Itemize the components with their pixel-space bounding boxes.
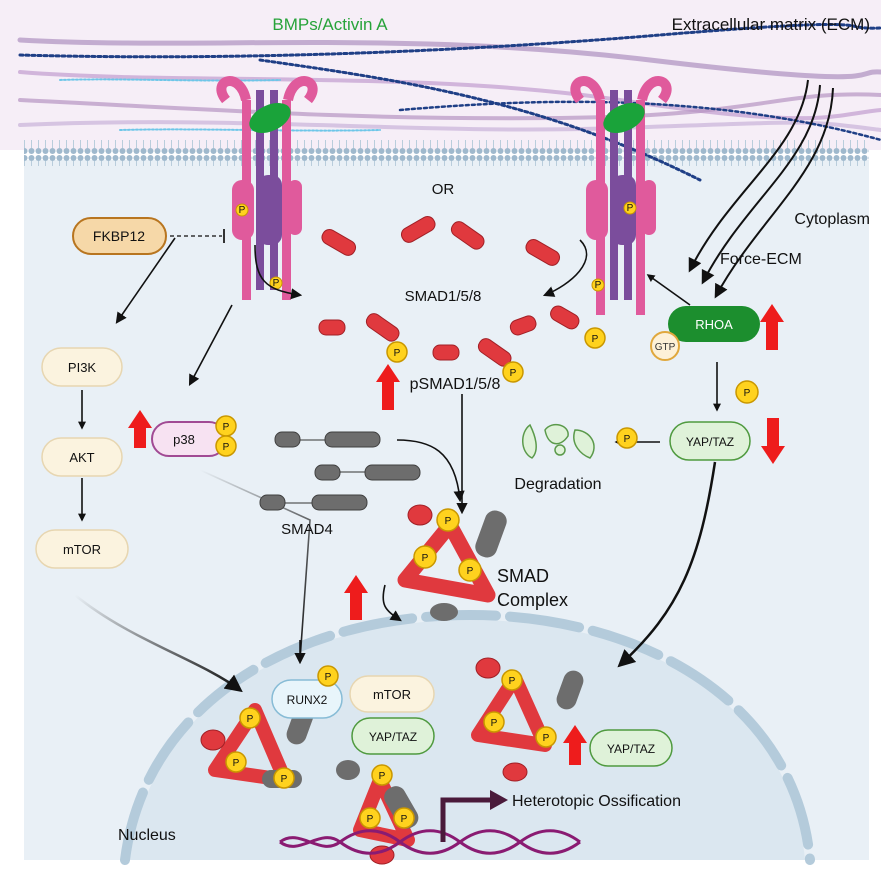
cell-membrane (24, 140, 869, 166)
smad158-label: SMAD1/5/8 (405, 288, 482, 305)
transcription-arrow-head (490, 790, 508, 810)
fkbp12-node (72, 217, 167, 255)
smad4-group (259, 431, 421, 511)
smad-complex-label-line2: Complex (497, 590, 568, 610)
svg-text:P: P (233, 758, 240, 769)
rhoa-node (668, 306, 760, 342)
degradation-label: Degradation (514, 476, 601, 493)
phospho-icon (591, 278, 605, 292)
bmp-ligand-right (603, 102, 645, 134)
smad-complex-label-line1: SMAD (497, 566, 549, 586)
smad-complex-nucleus-center (336, 760, 419, 865)
transcription-start-arrow (440, 797, 490, 842)
svg-text:P: P (627, 203, 634, 214)
yap-taz-node (669, 421, 751, 461)
nucleus-yap-taz-right-label: YAP/TAZ (607, 742, 655, 756)
receptor-complex-right (570, 76, 672, 315)
heterotopic-label: Heterotopic Ossification (512, 793, 681, 810)
phospho-icon (215, 435, 237, 457)
force-lines (688, 79, 834, 299)
dna-helix (279, 829, 581, 855)
degradation-icon (522, 423, 595, 459)
smad4-label: SMAD4 (281, 521, 333, 538)
svg-text:P: P (239, 205, 246, 216)
svg-text:P: P (247, 714, 254, 725)
psmad158-label: pSMAD1/5/8 (410, 376, 501, 393)
force-ecm-label: Force-ECM (720, 251, 802, 268)
smad-complex-label: SMAD Complex (497, 566, 568, 610)
cytoplasm-label: Cytoplasm (794, 211, 870, 228)
smad-complex-nucleus-right (471, 657, 584, 782)
svg-text:P: P (401, 814, 408, 825)
svg-text:P: P (595, 280, 602, 291)
svg-text:P: P (367, 814, 374, 825)
runx2-label: RUNX2 (287, 693, 328, 707)
or-label: OR (432, 181, 455, 198)
svg-text:P: P (744, 388, 751, 399)
svg-text:P: P (592, 334, 599, 345)
smad-complex-nucleus-left (200, 703, 314, 789)
svg-text:P: P (379, 771, 386, 782)
nucleus-mtor-label: mTOR (373, 687, 411, 702)
yap-taz-label: YAP/TAZ (686, 435, 734, 449)
smad-complex-cytoplasm (397, 504, 507, 621)
phospho-icon (235, 203, 249, 217)
svg-text:P: P (543, 733, 550, 744)
regulation-arrows (128, 304, 785, 765)
svg-text:P: P (422, 553, 429, 564)
pathway-arrows (74, 237, 721, 693)
svg-text:P: P (394, 348, 401, 359)
nucleus-mtor-node (349, 675, 435, 713)
rhoa-label: RHOA (695, 317, 733, 332)
smad-monomers (318, 216, 580, 367)
svg-text:P: P (509, 676, 516, 687)
phospho-markers (386, 327, 759, 449)
svg-text:P: P (281, 774, 288, 785)
nucleus-yap-taz-left-node (351, 717, 435, 755)
svg-text:P: P (510, 368, 517, 379)
gtp-label: GTP (655, 342, 676, 353)
gtp-badge (650, 331, 680, 361)
svg-text:P: P (467, 566, 474, 577)
p38-label: p38 (173, 432, 195, 447)
svg-text:P: P (223, 422, 230, 433)
pi3k-label: PI3K (68, 360, 97, 375)
svg-text:P: P (445, 516, 452, 527)
svg-text:P: P (325, 672, 332, 683)
akt-node (41, 437, 123, 477)
bmp-ligand-left (249, 102, 291, 134)
receptor-complex-left (216, 76, 318, 300)
phospho-icon (317, 665, 339, 687)
svg-text:P: P (491, 718, 498, 729)
runx2-node (271, 679, 343, 719)
ligand-label: BMPs/Activin A (272, 15, 388, 34)
svg-text:P: P (624, 434, 631, 445)
akt-label: AKT (69, 450, 94, 465)
pi3k-node (41, 347, 123, 387)
phospho-letters: P P P P P P P P P P P P P P P P P P P P … (223, 203, 751, 825)
nucleus-label: Nucleus (118, 827, 176, 844)
nucleus-yap-taz-left-label: YAP/TAZ (369, 730, 417, 744)
nucleus-yap-taz-right-node (589, 729, 673, 767)
ecm-label: Extracellular matrix (ECM) (672, 15, 870, 34)
fkbp12-label: FKBP12 (93, 228, 145, 244)
mtor-node (35, 529, 129, 569)
svg-text:P: P (223, 442, 230, 453)
phospho-icon (623, 201, 637, 215)
svg-text:P: P (273, 278, 280, 289)
mtor-label: mTOR (63, 542, 101, 557)
